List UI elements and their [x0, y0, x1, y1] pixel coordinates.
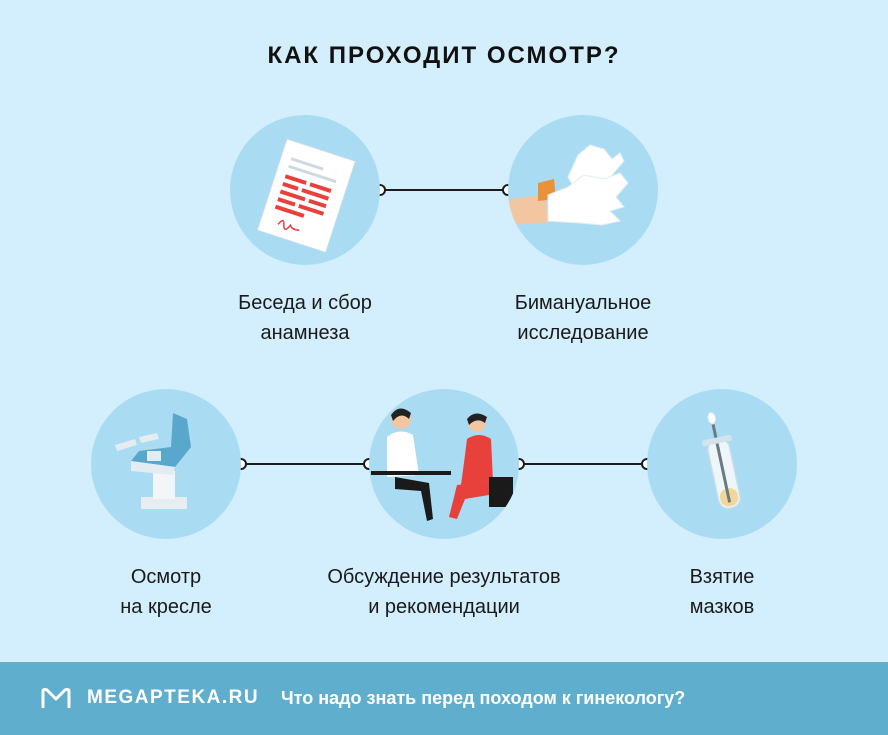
step-1-caption: Беседа и сбор анамнеза — [238, 292, 372, 344]
consultation-icon — [371, 408, 513, 521]
swab-tube-icon — [702, 411, 742, 510]
step-2-circle — [508, 115, 658, 265]
step-1-circle — [230, 115, 380, 265]
footer-tagline: Что надо знать перед походом к гинеколог… — [281, 688, 686, 708]
gloves-icon — [508, 144, 629, 226]
step-4-caption: Обсуждение результатов и рекомендации — [327, 566, 561, 618]
megapteka-logo-icon — [41, 687, 71, 708]
gynecological-chair-icon — [115, 413, 191, 509]
step-5-circle — [647, 389, 797, 539]
page-title: КАК ПРОХОДИТ ОСМОТР? — [267, 42, 621, 69]
document-icon — [256, 138, 357, 254]
step-2-caption: Бимануальное исследование — [514, 292, 652, 344]
step-5-caption: Взятие мазков — [689, 566, 755, 618]
step-4-circle — [369, 389, 519, 539]
brand-name[interactable]: MEGAPTEKA.RU — [87, 687, 260, 708]
footer-bar: MEGAPTEKA.RU Что надо знать перед походо… — [0, 662, 888, 735]
step-3-circle — [91, 389, 241, 539]
step-3-caption: Осмотр на кресле — [120, 566, 212, 618]
